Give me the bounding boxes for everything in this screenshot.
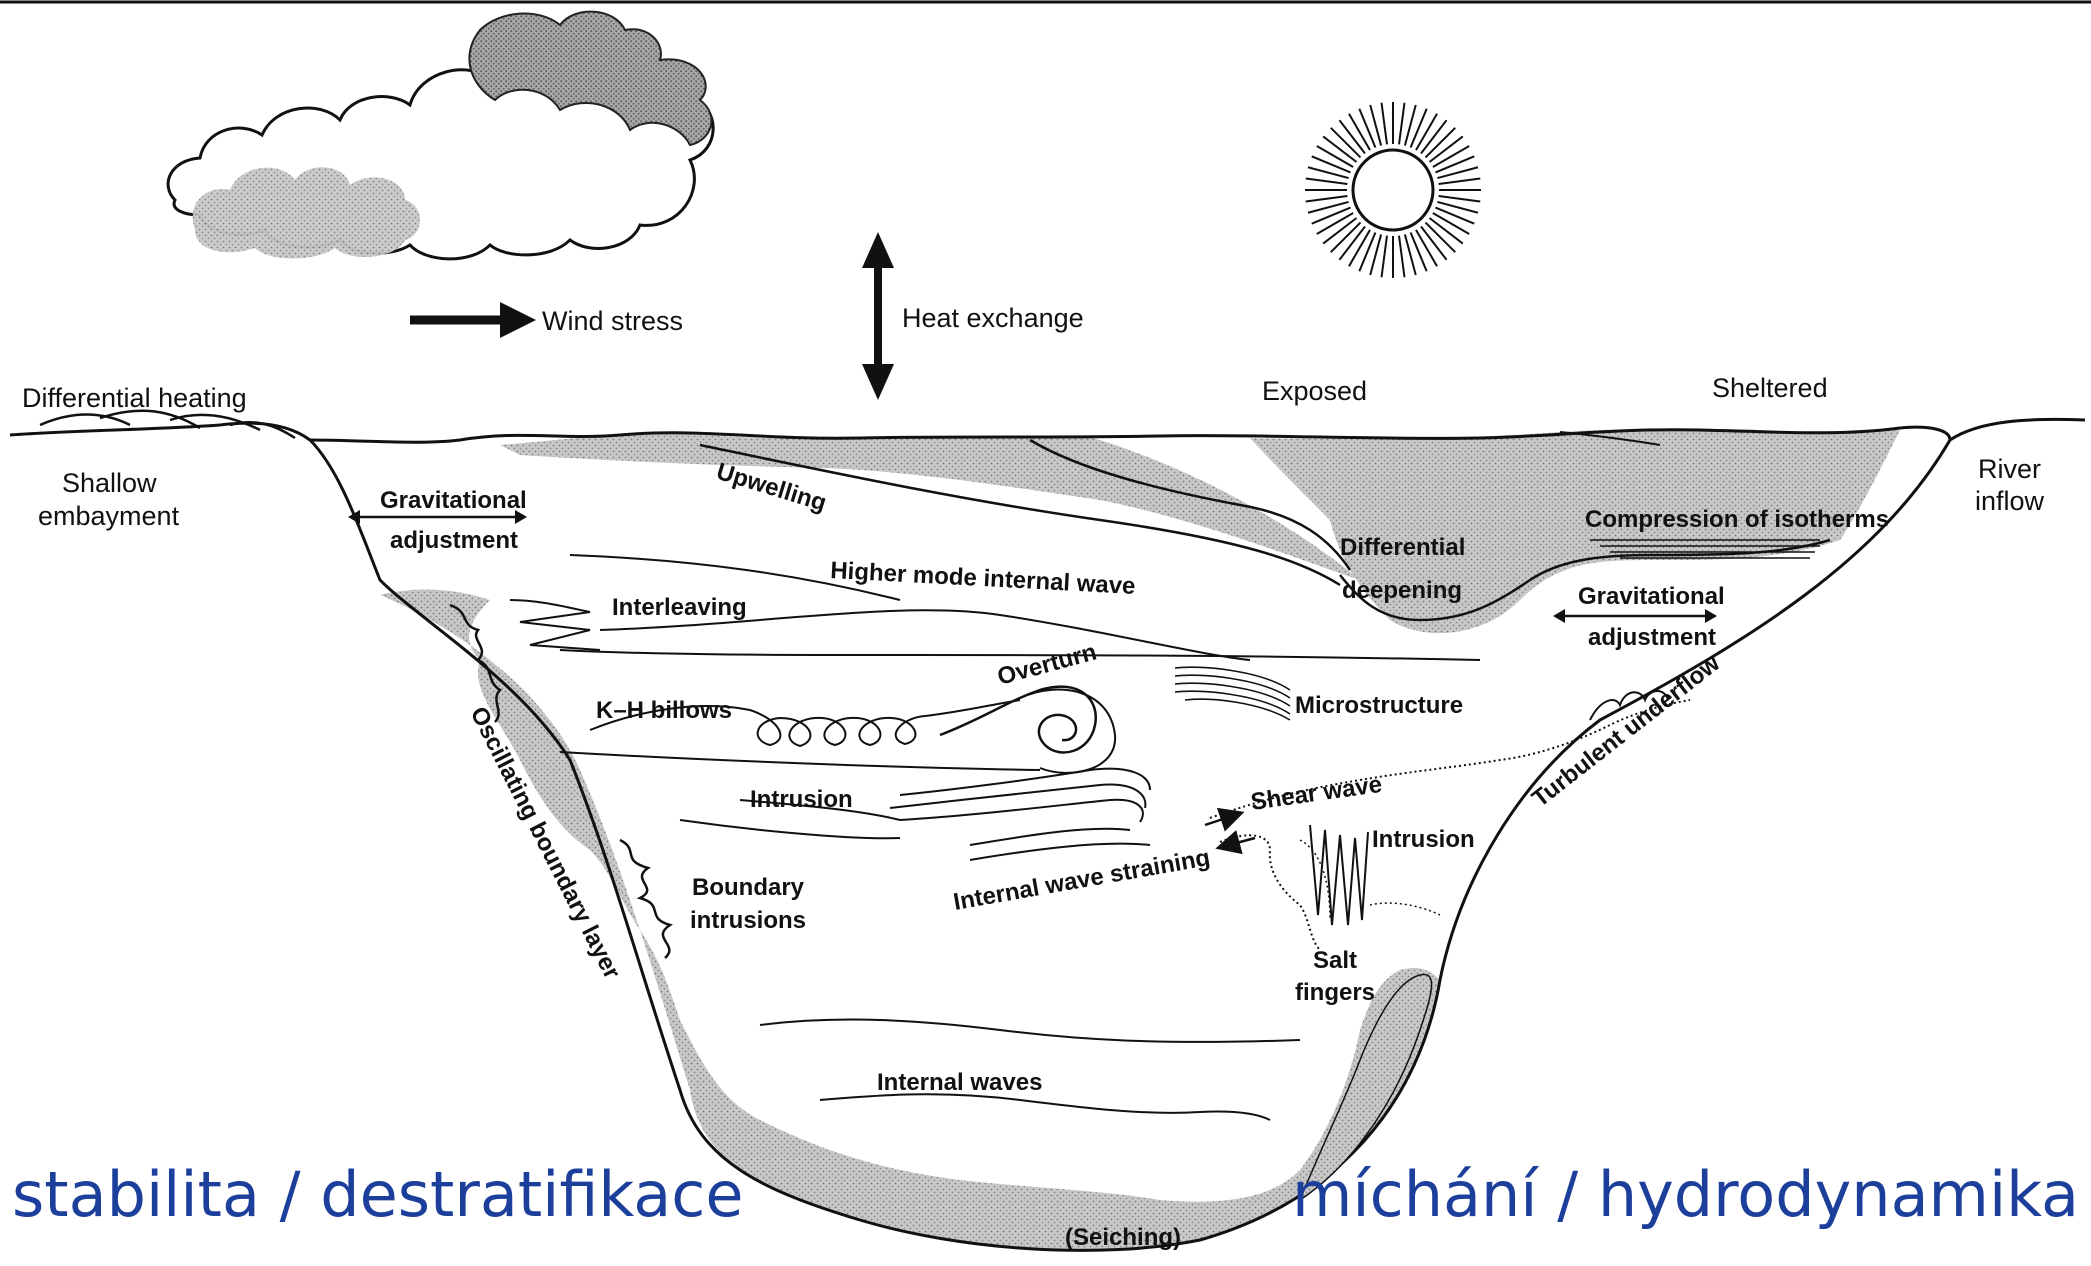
- sun-ray: [1439, 196, 1481, 201]
- label-microstructure: Microstructure: [1295, 692, 1463, 719]
- caption-stability: stabilita / destratifikace: [12, 1158, 743, 1231]
- sun-ray: [1399, 236, 1404, 278]
- label-grav-adj-left-2: adjustment: [390, 527, 518, 554]
- label-heat-exchange: Heat exchange: [902, 303, 1084, 333]
- label-intrusion-right: Intrusion: [1372, 826, 1475, 853]
- label-fingers: fingers: [1295, 979, 1375, 1006]
- sun-ray: [1382, 103, 1387, 145]
- label-river: River: [1978, 454, 2041, 484]
- label-boundary: Boundary: [692, 874, 805, 901]
- sun-ray: [1306, 179, 1348, 184]
- label-exposed: Exposed: [1262, 376, 1367, 406]
- sun-ray: [1382, 236, 1387, 278]
- label-interleaving: Interleaving: [612, 594, 747, 621]
- sun-ray: [1306, 196, 1348, 201]
- caption-mixing: míchání / hydrodynamika: [1292, 1158, 2079, 1231]
- label-salt: Salt: [1313, 947, 1357, 974]
- label-internal-waves: Internal waves: [877, 1069, 1042, 1096]
- sun-ray: [1439, 179, 1481, 184]
- cloud-icon: [168, 12, 713, 259]
- sun-ray: [1399, 103, 1404, 145]
- label-inflow: inflow: [1975, 486, 2045, 516]
- label-grav-adj-right-1: Gravitational: [1578, 583, 1725, 610]
- label-embayment: embayment: [38, 501, 180, 531]
- label-differential: Differential: [1340, 534, 1465, 561]
- label-grav-adj-left-1: Gravitational: [380, 487, 527, 514]
- label-intrusion-left: Intrusion: [750, 786, 853, 813]
- label-intrusions: intrusions: [690, 907, 806, 934]
- label-compression-of-isotherms: Compression of isotherms: [1585, 506, 1889, 533]
- label-sheltered: Sheltered: [1712, 373, 1828, 403]
- label-differential-heating: Differential heating: [22, 383, 247, 413]
- wind-arrow-icon: [410, 302, 536, 338]
- label-deepening: deepening: [1342, 577, 1462, 604]
- label-grav-adj-right-2: adjustment: [1588, 624, 1716, 651]
- sun-icon: [1305, 102, 1481, 278]
- heat-exchange-arrow-icon: [862, 232, 894, 400]
- label-wind-stress: Wind stress: [542, 306, 683, 336]
- label-seiching: (Seiching): [1065, 1224, 1181, 1251]
- label-shallow: Shallow: [62, 468, 157, 498]
- label-kh-billows: K–H billows: [596, 697, 732, 724]
